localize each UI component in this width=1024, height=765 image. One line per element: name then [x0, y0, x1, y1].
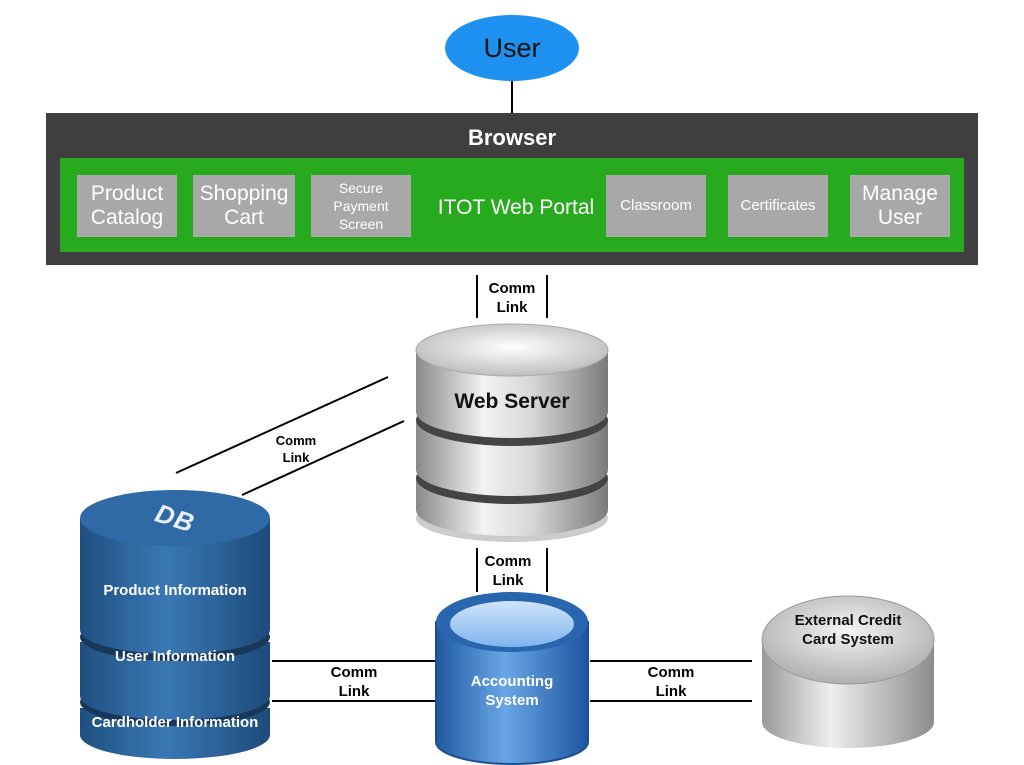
- module-certificates: Certificates: [728, 175, 828, 237]
- accounting-label: Accounting System: [470, 673, 554, 709]
- web-portal: Product Catalog Shopping Cart Secure Pay…: [60, 158, 964, 252]
- db-layer-cardholder: Cardholder Information: [91, 714, 259, 731]
- module-secure-payment: Secure Payment Screen: [311, 175, 411, 237]
- credit-card-cylinder: [761, 595, 935, 748]
- db-accounting-link: [272, 660, 436, 702]
- module-classroom: Classroom: [606, 175, 706, 237]
- module-shopping-cart: Shopping Cart: [193, 175, 295, 237]
- browser-panel: Browser Product Catalog Shopping Cart Se…: [46, 113, 978, 265]
- web-server-cylinder: [415, 323, 609, 542]
- browser-web-link: [476, 275, 548, 318]
- comm-link-label: Comm Link: [484, 553, 532, 589]
- browser-title: Browser: [467, 125, 557, 150]
- user-node: User: [445, 15, 579, 81]
- comm-link-label: Comm Link: [330, 664, 378, 700]
- comm-link-label: Comm Link: [647, 664, 695, 700]
- user-label: User: [483, 32, 541, 63]
- comm-link-label: Comm Link: [488, 280, 536, 316]
- accounting-credit-link: [590, 660, 752, 702]
- comm-link-label: Comm Link: [275, 433, 317, 465]
- db-layer-product: Product Information: [103, 582, 247, 599]
- web-db-link: [175, 376, 405, 496]
- db-cylinder: [80, 490, 270, 759]
- web-accounting-link: [476, 548, 548, 592]
- module-manage-user: Manage User: [850, 175, 950, 237]
- db-layer-user: User Information: [114, 648, 235, 665]
- portal-label: ITOT Web Portal: [437, 196, 595, 219]
- credit-card-label: External Credit Card System: [794, 612, 902, 648]
- accounting-cylinder: [435, 592, 589, 765]
- module-product-catalog: Product Catalog: [77, 175, 177, 237]
- web-server-label: Web Server: [454, 390, 570, 413]
